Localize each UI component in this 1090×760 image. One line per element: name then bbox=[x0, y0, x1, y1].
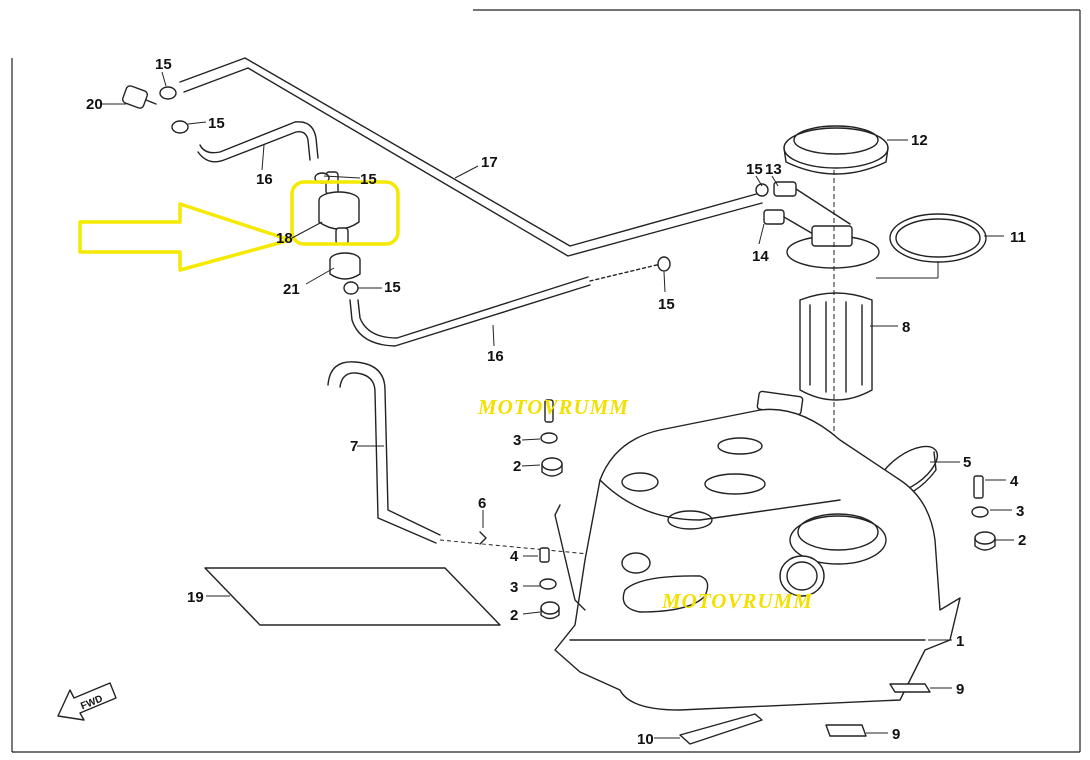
callout-8: 8 bbox=[902, 319, 910, 336]
callout-12: 12 bbox=[911, 132, 928, 149]
callout-15c: 15 bbox=[360, 171, 377, 188]
pad-9-upper bbox=[889, 683, 931, 693]
callout-9b: 9 bbox=[892, 726, 900, 743]
fuel-pump-8 bbox=[756, 225, 880, 416]
gasket-11 bbox=[889, 213, 987, 263]
mount-hardware-left-lower bbox=[539, 547, 560, 620]
callout-4b: 4 bbox=[510, 548, 519, 565]
lock-ring-12 bbox=[783, 125, 889, 175]
callout-3a: 3 bbox=[513, 432, 521, 449]
hose-17 bbox=[179, 57, 763, 257]
pad-9-lower bbox=[825, 724, 867, 737]
callout-10: 10 bbox=[637, 731, 654, 748]
callout-labels: 20 15 15 16 15 18 21 15 17 16 15 15 13 1… bbox=[86, 56, 1026, 748]
callout-19: 19 bbox=[187, 589, 204, 606]
callout-18: 18 bbox=[276, 230, 293, 247]
hose-16-lower bbox=[349, 262, 666, 347]
callout-2b: 2 bbox=[1018, 532, 1026, 549]
watermark-upper: MOTOVRUMM bbox=[477, 395, 629, 419]
callout-17: 17 bbox=[481, 154, 498, 171]
fuel-tank-1 bbox=[554, 408, 961, 711]
callout-2c: 2 bbox=[510, 607, 518, 624]
callout-15a: 15 bbox=[155, 56, 172, 73]
callout-9a: 9 bbox=[956, 681, 964, 698]
highlight-box bbox=[290, 180, 400, 246]
mount-hardware-right bbox=[971, 475, 996, 551]
callout-4a: 4 bbox=[1010, 473, 1019, 490]
callout-16b: 16 bbox=[487, 348, 504, 365]
callout-21: 21 bbox=[283, 281, 300, 298]
clamp-21 bbox=[329, 252, 361, 280]
callout-11: 11 bbox=[1010, 229, 1026, 246]
pointer-arrow bbox=[78, 202, 292, 272]
mount-hardware-left-upper bbox=[540, 399, 563, 477]
watermark-lower: MOTOVRUMM bbox=[661, 589, 813, 613]
hose-7 bbox=[327, 361, 611, 557]
callout-14: 14 bbox=[752, 248, 769, 265]
callout-7: 7 bbox=[350, 438, 358, 455]
hose-16-upper bbox=[197, 121, 319, 163]
leader-lines bbox=[102, 71, 1014, 739]
fitting-13 bbox=[773, 181, 851, 225]
callout-16a: 16 bbox=[256, 171, 273, 188]
clamp-15-set bbox=[159, 86, 769, 295]
callout-15b: 15 bbox=[208, 115, 225, 132]
callout-13: 13 bbox=[765, 161, 782, 178]
callout-3c: 3 bbox=[510, 579, 518, 596]
strip-10 bbox=[679, 713, 763, 745]
callout-6: 6 bbox=[478, 495, 486, 512]
callout-2a: 2 bbox=[513, 458, 521, 475]
connector-20 bbox=[122, 85, 157, 109]
callout-1: 1 bbox=[956, 633, 964, 650]
pad-19 bbox=[204, 567, 501, 626]
callout-15e: 15 bbox=[658, 296, 675, 313]
callout-3b: 3 bbox=[1016, 503, 1024, 520]
diagram-frame bbox=[11, 9, 1081, 753]
callout-20: 20 bbox=[86, 96, 103, 113]
callout-15d: 15 bbox=[384, 279, 401, 296]
fwd-arrow-icon: FWD bbox=[57, 682, 117, 721]
fuel-filter-18 bbox=[318, 171, 360, 245]
callout-5: 5 bbox=[963, 454, 971, 471]
callout-15f: 15 bbox=[746, 161, 763, 178]
clip-6 bbox=[479, 531, 487, 545]
